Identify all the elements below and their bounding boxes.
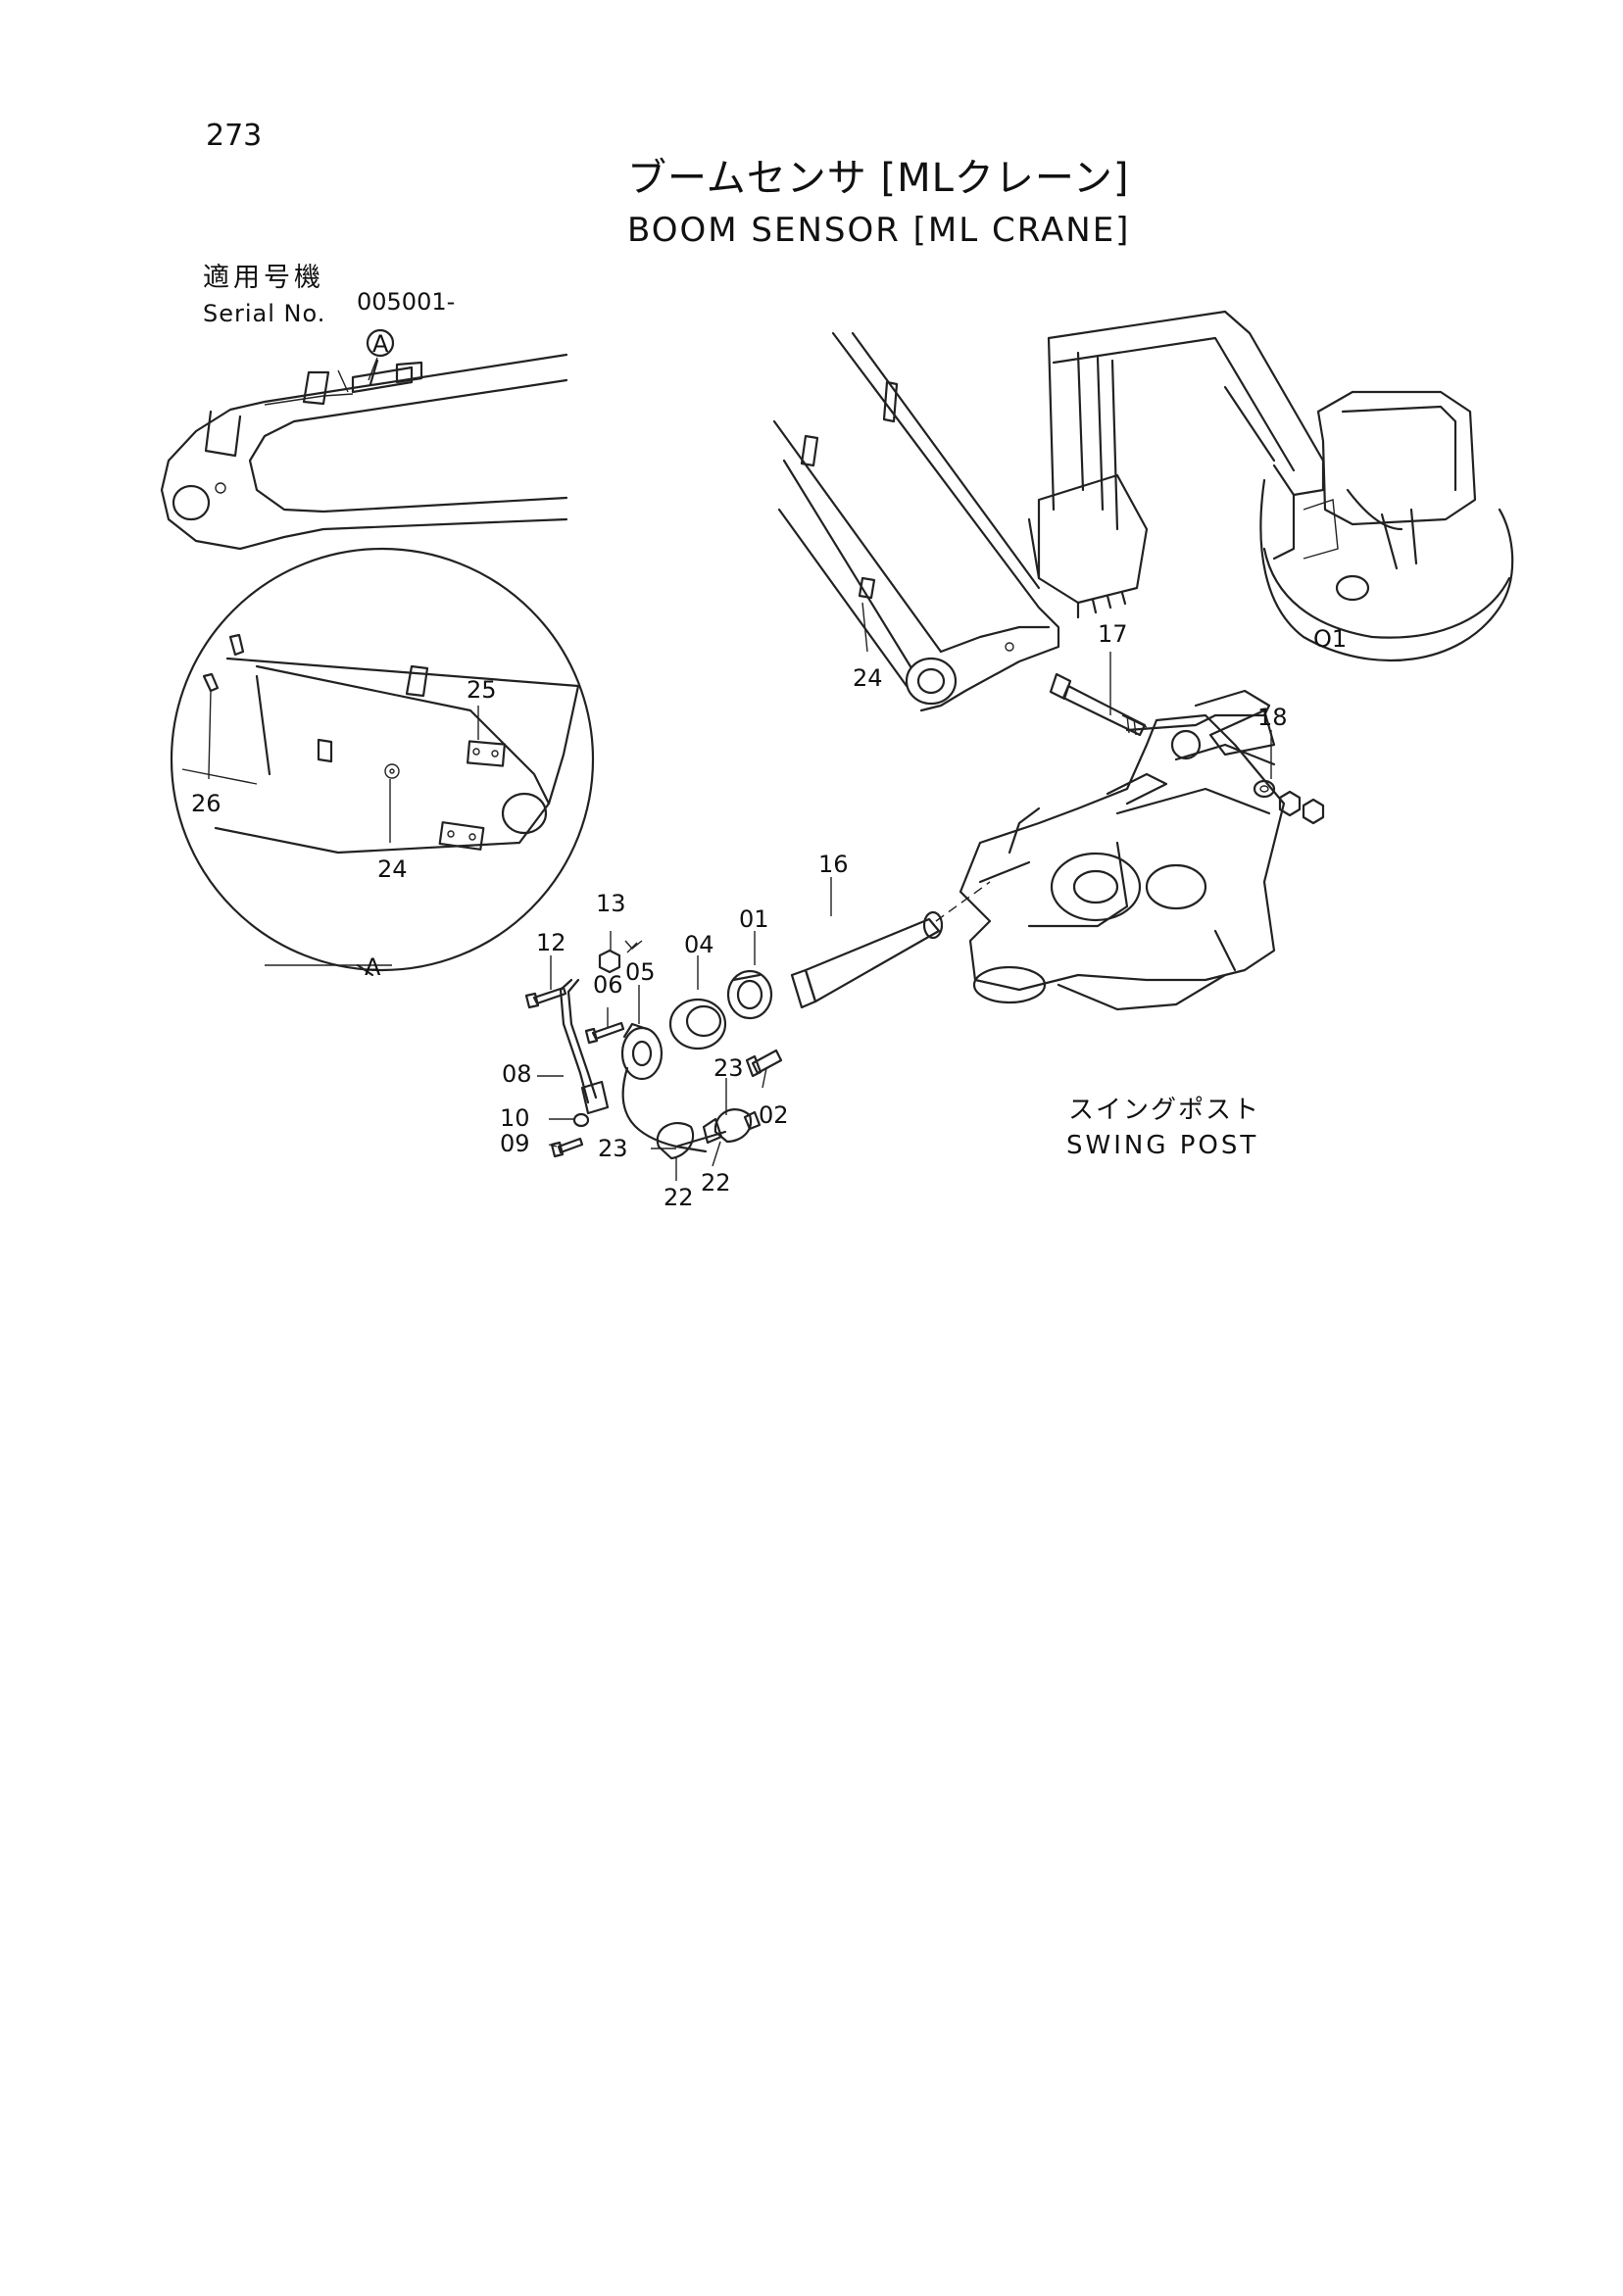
callout-01: 01 — [739, 905, 769, 933]
boom-end-illustration: A — [160, 328, 568, 551]
swing-post-label-english: SWING POST — [1066, 1131, 1259, 1160]
callout-09: 09 — [500, 1130, 530, 1157]
callout-13: 13 — [596, 890, 626, 917]
callout-18: 18 — [1257, 704, 1288, 731]
lever-08 — [559, 978, 610, 1115]
swing-post-label-japanese: スイングポスト — [1068, 1096, 1261, 1125]
sensor-05 — [620, 1022, 708, 1153]
callout-10: 10 — [500, 1104, 530, 1132]
serial-label-english: Serial No. — [203, 300, 326, 327]
callout-24-detail: 24 — [377, 855, 408, 883]
boom-foot-illustration — [772, 331, 1060, 712]
callout-12: 12 — [536, 929, 566, 956]
pin-16 — [790, 881, 991, 1009]
serial-label-japanese: 適用号機 — [203, 263, 324, 293]
callout-22-right: 22 — [701, 1169, 731, 1197]
callout-02: 02 — [759, 1101, 789, 1129]
callout-25: 25 — [467, 676, 497, 704]
bolt-12 — [524, 986, 567, 1009]
excavator-illustration: O1 — [1027, 310, 1514, 662]
detail-marker-a: A — [365, 953, 381, 981]
bolt-06 — [584, 1021, 625, 1045]
detail-view-a: A — [170, 547, 595, 981]
excavator-plate-mark: O1 — [1313, 625, 1347, 653]
callout-22-left: 22 — [664, 1184, 694, 1211]
page-number: 273 — [206, 119, 263, 153]
washer-and-nuts-18 — [1253, 779, 1325, 825]
serial-number-value: 005001- — [357, 288, 456, 316]
swing-post-illustration — [959, 689, 1286, 1011]
collar-04 — [668, 998, 727, 1050]
screw-09 — [550, 1137, 584, 1158]
bolt-17 — [1049, 672, 1148, 737]
callout-26: 26 — [191, 790, 221, 817]
washer-10 — [572, 1112, 590, 1128]
callout-06: 06 — [593, 971, 623, 999]
callout-16: 16 — [818, 851, 849, 878]
bolt-02 — [745, 1049, 783, 1078]
clamps-22-23 — [656, 1108, 762, 1160]
callout-labels: 01 02 04 05 06 08 09 10 12 13 16 17 18 2… — [191, 620, 1288, 1211]
callout-23-left: 23 — [598, 1135, 628, 1162]
callout-17: 17 — [1098, 620, 1128, 648]
callout-23-right: 23 — [713, 1054, 744, 1082]
circled-marker-a: A — [372, 330, 389, 358]
nut-13 — [598, 940, 643, 974]
callout-24-boom: 24 — [853, 664, 883, 692]
leader-lines — [208, 602, 1272, 1181]
callout-05: 05 — [625, 958, 656, 986]
title-japanese: ブームセンサ [MLクレーン] — [627, 156, 1130, 201]
bearing-01 — [726, 969, 773, 1020]
callout-04: 04 — [684, 931, 714, 958]
title-english: BOOM SENSOR [ML CRANE] — [627, 211, 1131, 250]
callout-08: 08 — [502, 1060, 532, 1088]
